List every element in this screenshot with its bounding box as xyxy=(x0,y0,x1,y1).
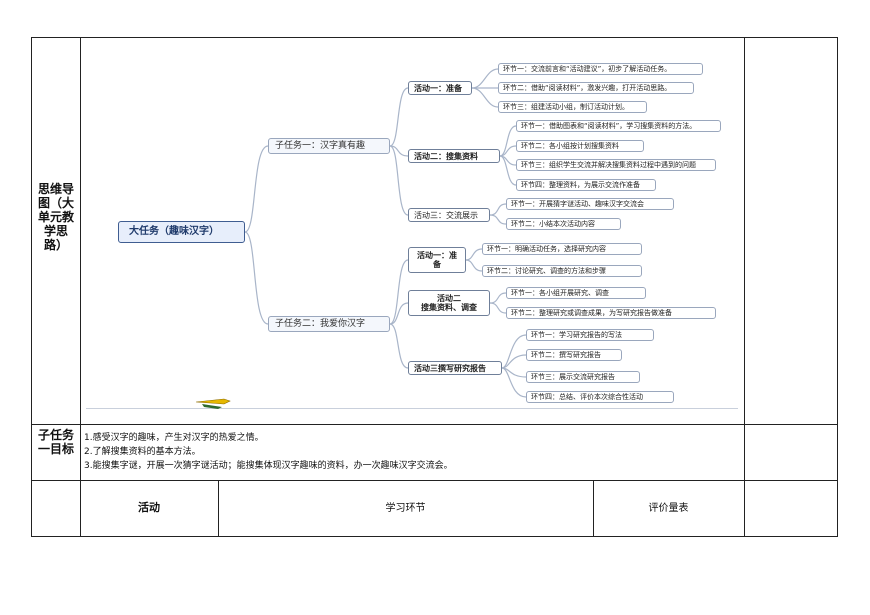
table-col-divider-1 xyxy=(80,37,81,537)
subtask-2-node[interactable]: 子任务二：我爱你汉字 xyxy=(268,316,390,332)
table-col-divider-3 xyxy=(218,480,219,537)
s1-a1-step-1[interactable]: 环节一：交流前言和“活动建议”，初步了解活动任务。 xyxy=(498,63,703,75)
s2-a3-step-2[interactable]: 环节二：撰写研究报告 xyxy=(526,349,622,361)
s1-a1-step-2[interactable]: 环节二：借助“阅读材料”，激发兴趣，打开活动思路。 xyxy=(498,82,694,94)
root-task-node[interactable]: 大任务（趣味汉字） xyxy=(118,221,245,243)
s1-a2-step-4[interactable]: 环节四：整理资料，为展示交流作准备 xyxy=(516,179,656,191)
table-border-row2 xyxy=(31,480,838,481)
s2-a3-step-3[interactable]: 环节三：展示交流研究报告 xyxy=(526,371,640,383)
s1-a2-step-2[interactable]: 环节二：各小组按计划搜集资料 xyxy=(516,140,644,152)
table-border-row1 xyxy=(31,424,838,425)
s2-a3-step-4[interactable]: 环节四：总结、评价本次综合性活动 xyxy=(526,391,674,403)
mind-map: 大任务（趣味汉字） 子任务一：汉字真有趣 子任务二：我爱你汉字 活动一：准备 活… xyxy=(82,38,744,414)
table-col-divider-2 xyxy=(744,37,745,537)
goal-item-1: 1.感受汉字的趣味，产生对汉字的热爱之情。 xyxy=(84,433,264,443)
s2-activity-2-node[interactable]: 活动二 搜集资料、调查 xyxy=(408,290,490,316)
mind-map-bottom-rule xyxy=(86,408,738,409)
goal-item-3: 3.能搜集字谜，开展一次猜字谜活动；能搜集体现汉字趣味的资料，办一次趣味汉字交流… xyxy=(84,461,453,471)
s1-a3-step-1[interactable]: 环节一：开展猜字谜活动、趣味汉字交流会 xyxy=(506,198,674,210)
table-border-left xyxy=(31,37,32,537)
s2-a2-step-1[interactable]: 环节一：各小组开展研究、调查 xyxy=(506,287,646,299)
header-activity: 活动 xyxy=(138,501,160,514)
table-col-divider-4 xyxy=(593,480,594,537)
s1-activity-3-node[interactable]: 活动三：交流展示 xyxy=(408,208,490,222)
table-border-top xyxy=(31,37,838,38)
s2-a3-step-1[interactable]: 环节一：学习研究报告的写法 xyxy=(526,329,654,341)
subtask-1-node[interactable]: 子任务一：汉字真有趣 xyxy=(268,138,390,154)
s2-activity-2-label-line-1: 活动二 xyxy=(437,294,461,303)
s1-a2-step-3[interactable]: 环节三：组织学生交流并解决搜集资料过程中遇到的问题 xyxy=(516,159,716,171)
header-evaluation: 评价量表 xyxy=(648,503,689,514)
table-border-bottom xyxy=(31,536,838,537)
header-steps: 学习环节 xyxy=(385,503,426,514)
s2-activity-1-node[interactable]: 活动一：准备 xyxy=(408,247,466,273)
s2-activity-2-label-line-2: 搜集资料、调查 xyxy=(421,303,477,312)
goal-item-2: 2.了解搜集资料的基本方法。 xyxy=(84,447,201,457)
pencil-icon xyxy=(195,398,231,409)
mindmap-label: 思维导图（大单元教学思路） xyxy=(38,182,75,252)
s1-a3-step-2[interactable]: 环节二：小结本次活动内容 xyxy=(506,218,621,230)
goal-label: 子任务一目标 xyxy=(38,428,75,456)
s1-activity-1-node[interactable]: 活动一：准备 xyxy=(408,81,472,95)
s2-a1-step-1[interactable]: 环节一：明确活动任务，选择研究内容 xyxy=(482,243,642,255)
s2-a2-step-2[interactable]: 环节二：整理研究或调查成果，为写研究报告做准备 xyxy=(506,307,716,319)
s1-a1-step-3[interactable]: 环节三：组建活动小组，制订活动计划。 xyxy=(498,101,647,113)
mind-map-connectors xyxy=(244,68,527,398)
s1-a2-step-1[interactable]: 环节一：借助图表和“阅读材料”，学习搜集资料的方法。 xyxy=(516,120,721,132)
s2-a1-step-2[interactable]: 环节二：讨论研究、调查的方法和步骤 xyxy=(482,265,642,277)
table-border-right xyxy=(837,37,838,537)
s2-activity-3-node[interactable]: 活动三撰写研究报告 xyxy=(408,361,502,375)
s1-activity-2-node[interactable]: 活动二：搜集资料 xyxy=(408,149,500,163)
